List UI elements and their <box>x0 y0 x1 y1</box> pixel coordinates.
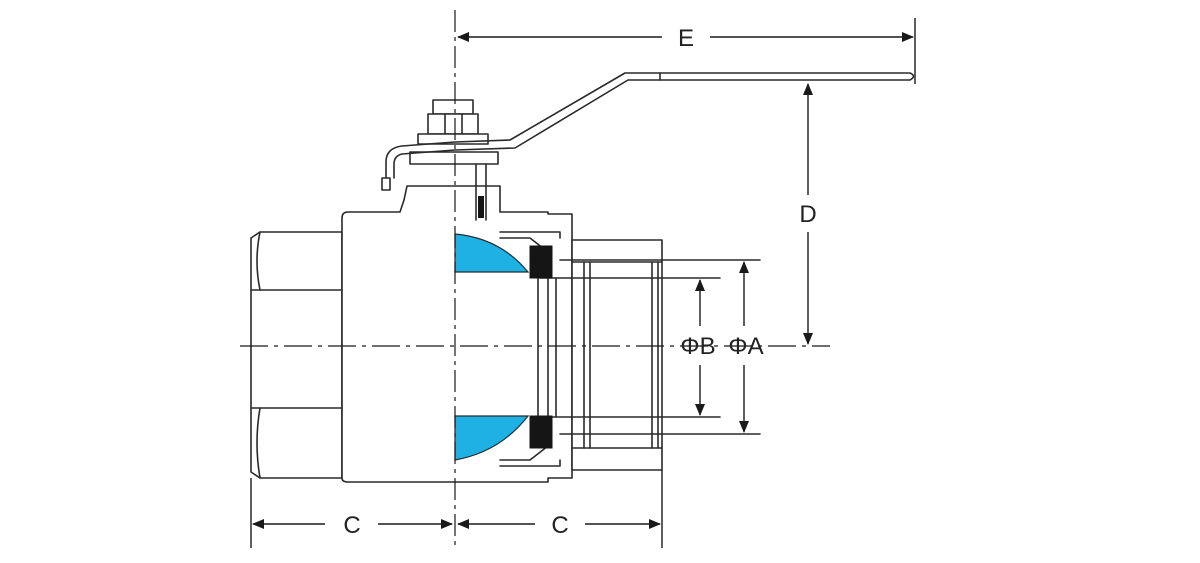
stem-seal <box>478 196 484 218</box>
gland <box>409 151 499 165</box>
dimension-c-left: C <box>250 478 453 548</box>
stem-nut <box>427 113 479 135</box>
seats <box>529 245 553 449</box>
stem-nut-top <box>432 99 474 115</box>
label-phi-b: ΦB <box>680 333 715 360</box>
seat-top <box>529 245 553 279</box>
label-phi-a: ΦA <box>728 333 763 360</box>
dimension-phi-b: ΦB <box>680 279 716 416</box>
label-c-left: C <box>343 512 360 539</box>
label-c-right: C <box>551 512 568 539</box>
left-hex-end <box>250 231 343 479</box>
stem-assembly <box>409 99 499 221</box>
ball-top-segment <box>454 233 530 273</box>
label-d: D <box>799 201 816 228</box>
seat-bottom <box>529 415 553 449</box>
ball-section <box>454 233 530 461</box>
ball-bottom-segment <box>454 415 530 461</box>
dimension-d: D <box>799 83 817 345</box>
dimension-phi-a: ΦA <box>728 261 764 433</box>
dimension-e: E <box>457 18 916 84</box>
handle-lever <box>381 72 915 191</box>
right-end-cap <box>571 239 663 471</box>
lever-tip <box>381 177 391 191</box>
lever-outline <box>385 72 915 179</box>
label-e: E <box>678 25 694 52</box>
dimension-c-right: C <box>457 470 663 548</box>
valve-body <box>250 185 761 483</box>
stem-washer <box>417 133 489 145</box>
